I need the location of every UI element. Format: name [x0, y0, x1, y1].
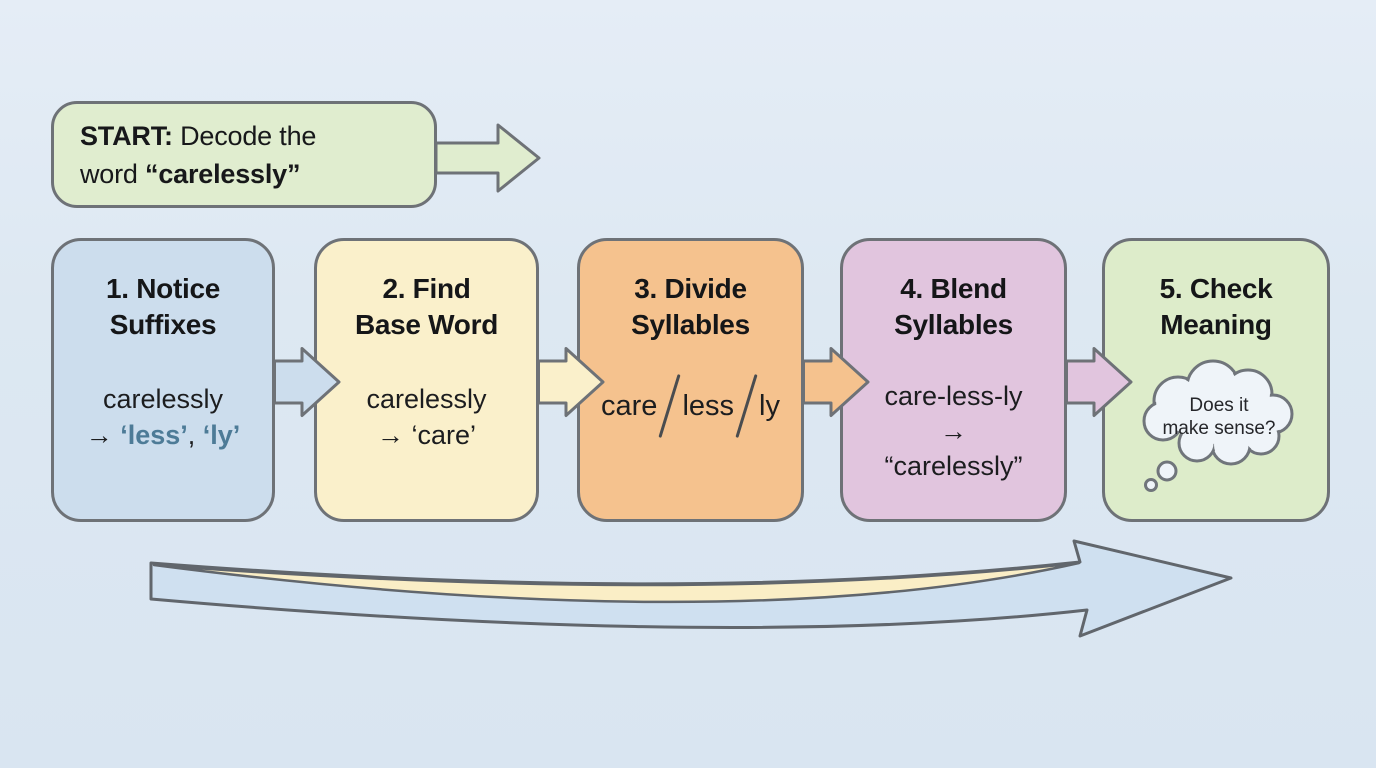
bubble-text-line-2: make sense? — [1162, 418, 1275, 439]
blended-word: “carelessly” — [884, 451, 1023, 481]
arrow-step3-to-step4-icon — [802, 347, 870, 417]
step-body: carelessly → ‘less’, ‘ly’ — [85, 384, 241, 450]
down-arrow-glyph: → — [940, 416, 967, 446]
step-box-blend-syllables: 4. Blend Syllables care-less-ly → “carel… — [840, 238, 1067, 522]
step-box-notice-suffixes: 1. Notice Suffixes carelessly → ‘less’, … — [51, 238, 275, 522]
arrow-step1-to-step2-icon — [273, 347, 341, 417]
start-line-1: START: Decode the — [80, 121, 317, 151]
blended-hyphenated: care-less-ly — [884, 381, 1023, 411]
step-body: carelessly → ‘care’ — [317, 381, 536, 453]
start-right-arrow-icon — [435, 123, 541, 193]
thought-bubble-icon: Does it make sense? — [1142, 359, 1294, 492]
step-title: 1. Notice Suffixes — [105, 273, 220, 340]
step-title: 2. Find Base Word — [354, 273, 499, 340]
step-body: care-less-ly → “carelessly” — [843, 379, 1064, 484]
step-box-find-base-word: 2. Find Base Word carelessly → ‘care’ — [314, 238, 539, 522]
bubble-text-line-1: Does it — [1189, 395, 1249, 416]
syllable-care: care — [601, 389, 658, 422]
step-title: 5. Check Meaning — [1159, 273, 1273, 340]
start-line-2: word “carelessly” — [80, 159, 301, 189]
step-title: 4. Blend Syllables — [894, 273, 1013, 340]
arrow-step4-to-step5-icon — [1065, 347, 1133, 417]
suffix-ly: ‘ly’ — [202, 420, 241, 450]
base-word-result: → ‘care’ — [376, 420, 477, 450]
step-box-check-meaning: 5. Check Meaning — [1102, 238, 1330, 522]
syllable-less: less — [682, 389, 735, 422]
start-banner: START: Decode the word “carelessly” — [51, 101, 437, 208]
start-target-word: “carelessly” — [145, 159, 301, 189]
arrow-step2-to-step3-icon — [537, 347, 605, 417]
suffix-less: ‘less’ — [120, 420, 188, 450]
syllable-split: care less ly — [580, 373, 801, 439]
step-title: 3. Divide Syllables — [631, 273, 750, 340]
syllable-ly: ly — [759, 389, 780, 422]
step-box-divide-syllables: 3. Divide Syllables care less ly — [577, 238, 804, 522]
syllable-divider-icon — [735, 374, 758, 438]
start-prefix: START: — [80, 121, 173, 151]
syllable-divider-icon — [658, 374, 682, 438]
